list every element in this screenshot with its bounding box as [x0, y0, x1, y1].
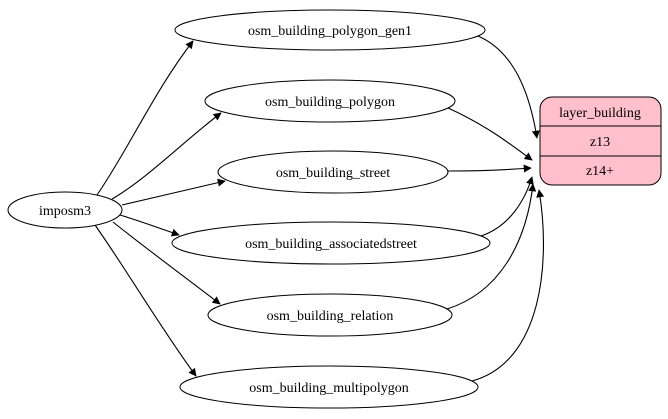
node-imposm3: imposm3 — [7, 191, 123, 229]
associatedstreet-ellipse — [171, 221, 491, 265]
edge-imposm3-to-polygon-gen1 — [96, 40, 194, 196]
layer-building-row-z14: z14+ — [586, 164, 614, 179]
imposm3-ellipse — [7, 191, 123, 229]
polygon-label: osm_building_polygon — [265, 95, 395, 110]
polygon-gen1-ellipse — [174, 9, 486, 51]
node-osm-building-associatedstreet: osm_building_associatedstreet — [171, 221, 491, 265]
node-osm-building-polygon-gen1: osm_building_polygon_gen1 — [174, 9, 486, 51]
relation-ellipse — [207, 293, 453, 337]
street-label: osm_building_street — [276, 166, 390, 181]
edge-polygon-to-layer — [447, 107, 533, 161]
layer-building-row-z13: z13 — [590, 135, 610, 150]
node-osm-building-multipolygon: osm_building_multipolygon — [179, 365, 479, 409]
multipolygon-ellipse — [179, 365, 479, 409]
node-osm-building-relation: osm_building_relation — [207, 293, 453, 337]
edge-street-to-layer — [447, 164, 532, 173]
edge-imposm3-to-associatedstreet — [119, 214, 180, 237]
edge-multipolygon-to-layer — [471, 189, 545, 382]
layer-building-title: layer_building — [559, 106, 641, 121]
edge-imposm3-to-polygon — [111, 112, 222, 200]
street-ellipse — [217, 150, 449, 194]
polygon-gen1-label: osm_building_polygon_gen1 — [248, 24, 412, 39]
edges-from-source — [94, 40, 226, 377]
multipolygon-label: osm_building_multipolygon — [249, 381, 408, 396]
polygon-ellipse — [204, 79, 456, 123]
edge-imposm3-to-relation — [112, 221, 221, 305]
node-osm-building-polygon: osm_building_polygon — [204, 79, 456, 123]
relation-label: osm_building_relation — [267, 309, 394, 324]
associatedstreet-label: osm_building_associatedstreet — [245, 237, 417, 252]
edges-to-layer — [446, 35, 545, 382]
imposm3-label: imposm3 — [39, 204, 91, 219]
layer-building-box — [539, 96, 662, 186]
node-osm-building-street: osm_building_street — [217, 150, 449, 194]
edge-imposm3-to-street — [121, 178, 226, 206]
node-layer-building: layer_building z13 z14+ — [539, 96, 662, 186]
edge-imposm3-to-multipolygon — [94, 224, 197, 377]
edge-polygon-gen1-to-layer — [477, 35, 540, 139]
edge-relation-to-layer — [446, 183, 537, 310]
